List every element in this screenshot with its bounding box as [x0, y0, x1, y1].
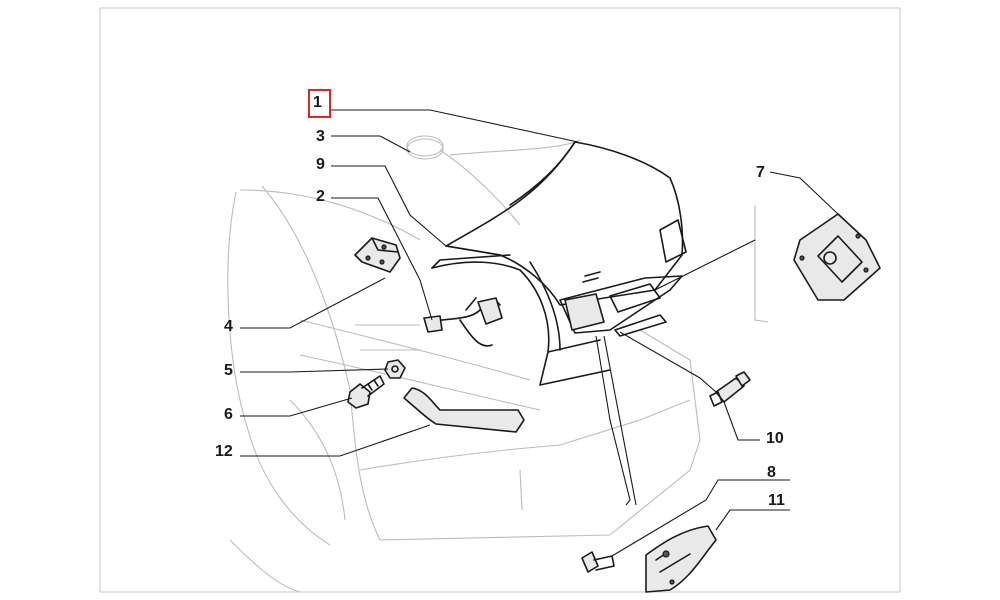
callout-5[interactable]: 5 [224, 362, 233, 379]
rubber-pad-part-7 [793, 213, 881, 301]
car-body-outline [227, 139, 769, 593]
cable-assembly-part-2 [423, 297, 503, 347]
cap-part-3 [406, 135, 444, 160]
bolt-part-8 [581, 551, 615, 573]
callout-11[interactable]: 11 [768, 492, 785, 509]
page-frame [99, 7, 901, 593]
nut-part-5 [384, 359, 406, 379]
hinge-bracket-part-4 [354, 237, 401, 273]
callout-4[interactable]: 4 [224, 318, 233, 335]
trunk-lid-part-1 [431, 141, 687, 386]
callout-9[interactable]: 9 [316, 156, 325, 173]
handle-bracket-part-11 [645, 525, 717, 593]
screw-part-6 [347, 375, 385, 409]
callout-3[interactable]: 3 [316, 128, 325, 145]
switch-part-10 [709, 371, 751, 407]
callout-7[interactable]: 7 [756, 164, 765, 181]
seal-strip-part-12 [403, 387, 525, 433]
callout-8[interactable]: 8 [767, 464, 776, 481]
callout-10[interactable]: 10 [766, 430, 784, 447]
callout-1[interactable]: 1 [313, 94, 322, 111]
callout-12[interactable]: 12 [215, 443, 233, 460]
leader-lines [240, 109, 839, 557]
callout-6[interactable]: 6 [224, 406, 233, 423]
callout-2[interactable]: 2 [316, 188, 325, 205]
highlight-box-callout-1 [308, 89, 331, 118]
